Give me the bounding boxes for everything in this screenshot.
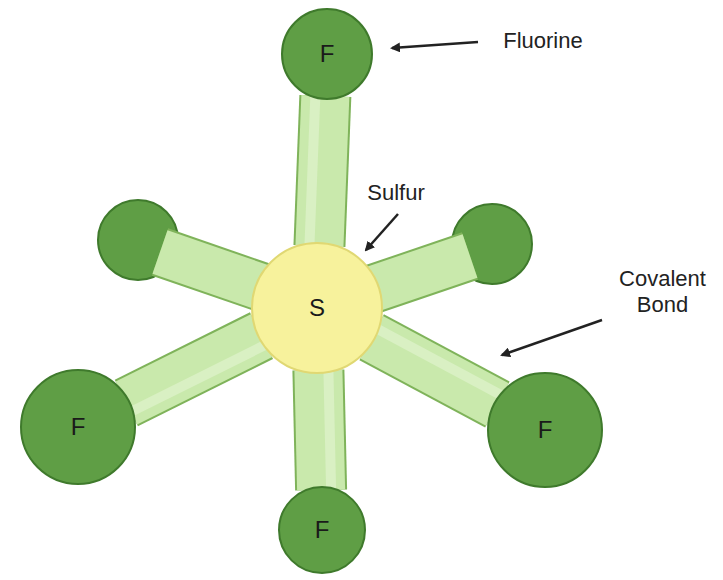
callout-label: Covalent Bond: [610, 266, 715, 319]
atom-symbol: F: [315, 518, 330, 542]
bond-highlight: [376, 328, 502, 395]
atom-symbol: F: [71, 415, 86, 439]
atom-symbol: F: [320, 42, 335, 66]
callout-label: Fluorine: [488, 28, 598, 54]
bond-outline: [318, 370, 321, 490]
bond-outline: [126, 336, 261, 403]
leader-arrow: [502, 320, 602, 355]
atom-symbol: S: [309, 296, 325, 320]
fluorine-atom: F: [281, 8, 373, 100]
bond-outline: [372, 337, 498, 404]
covalent-bond: [318, 370, 331, 490]
bond-body: [319, 96, 325, 246]
bond-highlight: [309, 96, 315, 246]
fluorine-atom: F: [20, 369, 136, 485]
covalent-bond: [372, 328, 502, 404]
bond-body: [372, 337, 498, 404]
fluorine-atom: F: [278, 486, 366, 574]
back-bond: [364, 256, 470, 292]
bond-outline: [319, 96, 325, 246]
bond-body: [318, 370, 321, 490]
covalent-bond: [309, 96, 325, 246]
back-bond: [160, 252, 270, 290]
fluorine-atom: F: [487, 372, 603, 488]
back-bond-outline: [364, 256, 470, 292]
leader-arrow: [392, 42, 478, 48]
bond-body: [126, 336, 261, 403]
callout-label: Sulfur: [356, 180, 436, 206]
sulfur-atom: S: [251, 242, 383, 374]
atom-symbol: F: [538, 418, 553, 442]
bond-highlight: [131, 345, 266, 412]
back-bond-outline: [160, 252, 270, 290]
covalent-bond: [126, 336, 266, 412]
leader-arrow: [366, 214, 398, 250]
bond-highlight: [328, 370, 331, 490]
